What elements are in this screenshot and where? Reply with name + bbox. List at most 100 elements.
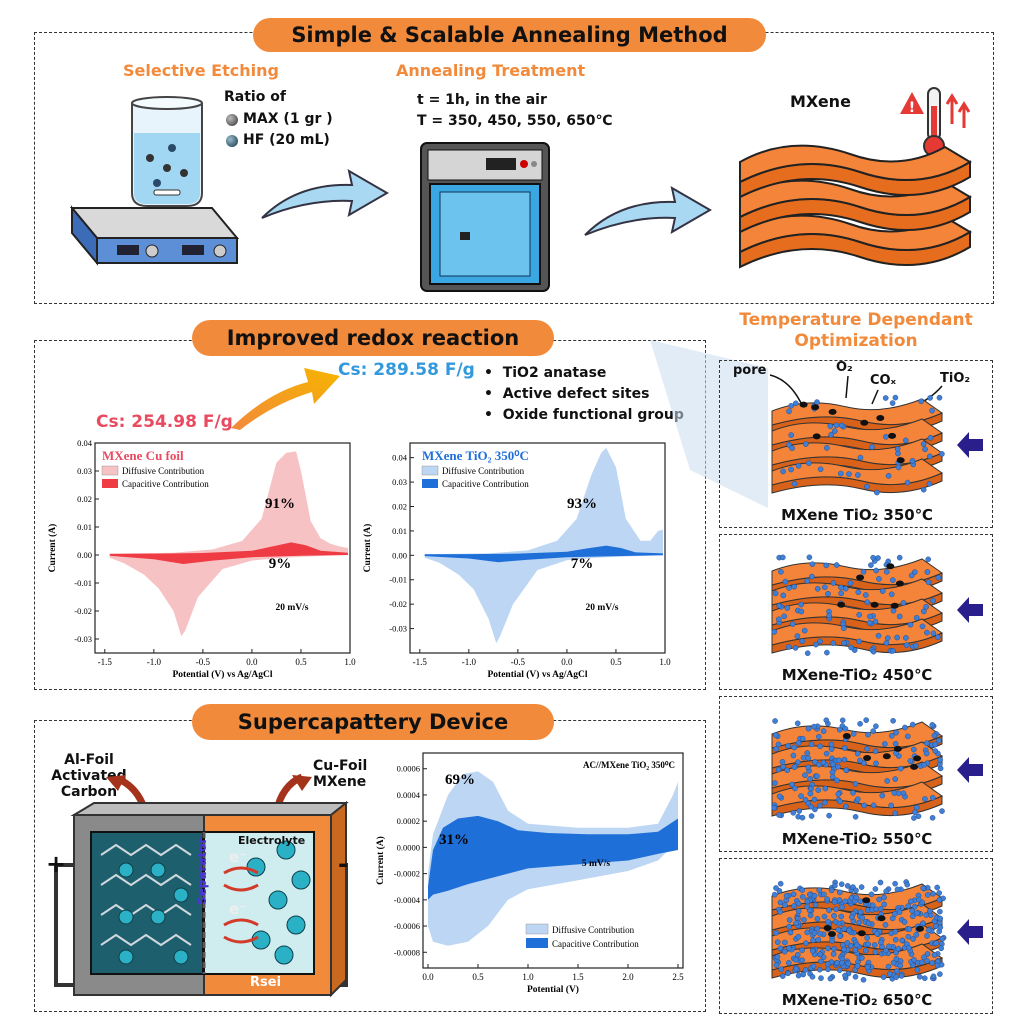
tio2-particle bbox=[817, 931, 824, 937]
tio2-particle bbox=[873, 723, 879, 730]
tio2-particle bbox=[771, 629, 778, 635]
tio2-particle bbox=[827, 975, 834, 982]
tio2-particle bbox=[899, 937, 905, 944]
tio2-particle bbox=[939, 808, 945, 814]
tio2-particle bbox=[926, 481, 933, 487]
tio2-particle bbox=[892, 741, 899, 747]
tio2-particle bbox=[839, 904, 845, 911]
scan-rate-label: 5 mV/s bbox=[582, 859, 611, 869]
heat-arrow-icon bbox=[957, 432, 983, 458]
tio2-particle bbox=[777, 945, 784, 952]
tio2-particle bbox=[883, 947, 889, 954]
tio2-particle bbox=[831, 913, 837, 919]
tio2-particle bbox=[894, 886, 901, 893]
tio2-particle bbox=[828, 746, 835, 752]
tio2-particle bbox=[886, 943, 892, 950]
tio2-particle bbox=[855, 589, 862, 596]
tio2-particle bbox=[841, 640, 847, 646]
pore bbox=[910, 763, 919, 770]
tio2-particle bbox=[904, 733, 911, 740]
pore bbox=[893, 745, 902, 752]
tio2-particle bbox=[853, 942, 860, 948]
tio2-particle bbox=[913, 615, 920, 621]
tio2-particle bbox=[937, 924, 944, 931]
tio2-particle bbox=[870, 554, 876, 561]
tio2-particle bbox=[799, 947, 805, 953]
tio2-particle bbox=[852, 814, 859, 820]
x-tick-label: 2.5 bbox=[672, 972, 684, 982]
x-tick-label: 1.5 bbox=[572, 972, 584, 982]
tio2-particle bbox=[787, 929, 794, 936]
tio2-particle bbox=[825, 966, 831, 973]
tio2-particle bbox=[889, 577, 896, 583]
y-tick-label: -0.02 bbox=[74, 606, 92, 616]
tio2-particle bbox=[860, 568, 867, 575]
pore bbox=[837, 601, 846, 608]
tio2-particle bbox=[779, 554, 786, 561]
electrolyte-label: Electrolyte bbox=[238, 834, 306, 847]
tio2-particle bbox=[893, 956, 900, 962]
pore bbox=[842, 733, 851, 739]
tio2-particle bbox=[776, 812, 782, 818]
tio2-particle bbox=[927, 435, 934, 441]
tio2-particle bbox=[937, 915, 943, 922]
tio2-particle bbox=[816, 733, 822, 740]
tio2-particle bbox=[820, 728, 827, 734]
tio2-particle bbox=[795, 900, 802, 907]
cox-label: COₓ bbox=[870, 373, 896, 388]
tio2-particle bbox=[922, 796, 928, 802]
mxene-sheet bbox=[771, 458, 944, 486]
capacitive-area bbox=[424, 545, 663, 563]
tio2-particle bbox=[898, 973, 905, 979]
x-tick-label: 1.0 bbox=[659, 657, 671, 667]
y-tick-label: -0.0004 bbox=[394, 895, 421, 905]
tio2-particle bbox=[831, 899, 838, 905]
tio2-particle bbox=[857, 757, 863, 764]
tio2-particle bbox=[798, 793, 804, 799]
tio2-particle bbox=[920, 920, 926, 927]
tio2-particle bbox=[925, 556, 931, 563]
tio2-particle bbox=[830, 580, 837, 586]
tio2-particle bbox=[857, 721, 863, 727]
tio2-particle bbox=[772, 780, 778, 786]
anode-label-line: Carbon bbox=[60, 784, 118, 800]
tio2-particle bbox=[804, 650, 811, 656]
tio2-particle bbox=[802, 772, 808, 778]
tio2-particle bbox=[930, 973, 937, 980]
tio2-particle bbox=[842, 585, 849, 592]
cathode-label: Cu-Foil MXene bbox=[313, 758, 367, 790]
tio2-particle bbox=[789, 445, 795, 452]
time-label: t = 1h, in the air bbox=[417, 92, 547, 108]
tio2-particle bbox=[885, 963, 892, 970]
tio2-particle bbox=[835, 791, 842, 797]
x-tick-label: -1.0 bbox=[462, 657, 477, 667]
tio2-particle bbox=[774, 954, 781, 960]
tio2-particle bbox=[820, 759, 827, 766]
tio2-particle bbox=[822, 584, 828, 591]
tio2-particle bbox=[839, 959, 845, 966]
percent-label: 7% bbox=[571, 556, 594, 572]
x-tick-label: 2.0 bbox=[622, 972, 634, 982]
pore bbox=[870, 601, 879, 608]
tio2-particle bbox=[837, 798, 843, 805]
tio2-particle bbox=[852, 974, 859, 980]
y-tick-label: 0.01 bbox=[392, 526, 407, 536]
tio2-particle bbox=[864, 483, 870, 490]
y-tick-label: -0.01 bbox=[74, 578, 92, 588]
tio2-particle bbox=[815, 936, 822, 943]
tio2-particle bbox=[869, 902, 876, 909]
tio2-particle bbox=[888, 802, 894, 809]
cathode-label-line: MXene bbox=[313, 774, 367, 790]
bullet-item: • Active defect sites bbox=[484, 386, 650, 402]
separator-label: Separator bbox=[195, 837, 209, 905]
tio2-particle bbox=[795, 463, 802, 469]
tio2-particle bbox=[780, 468, 786, 475]
tio2-particle bbox=[829, 774, 836, 780]
tio2-particle bbox=[929, 407, 935, 414]
tio2-particle bbox=[897, 765, 904, 772]
tio2-particle bbox=[875, 632, 882, 639]
tio2-particle bbox=[895, 790, 902, 797]
tio2-particle bbox=[915, 896, 922, 903]
tio2-particle bbox=[864, 599, 870, 606]
pore bbox=[890, 602, 899, 609]
